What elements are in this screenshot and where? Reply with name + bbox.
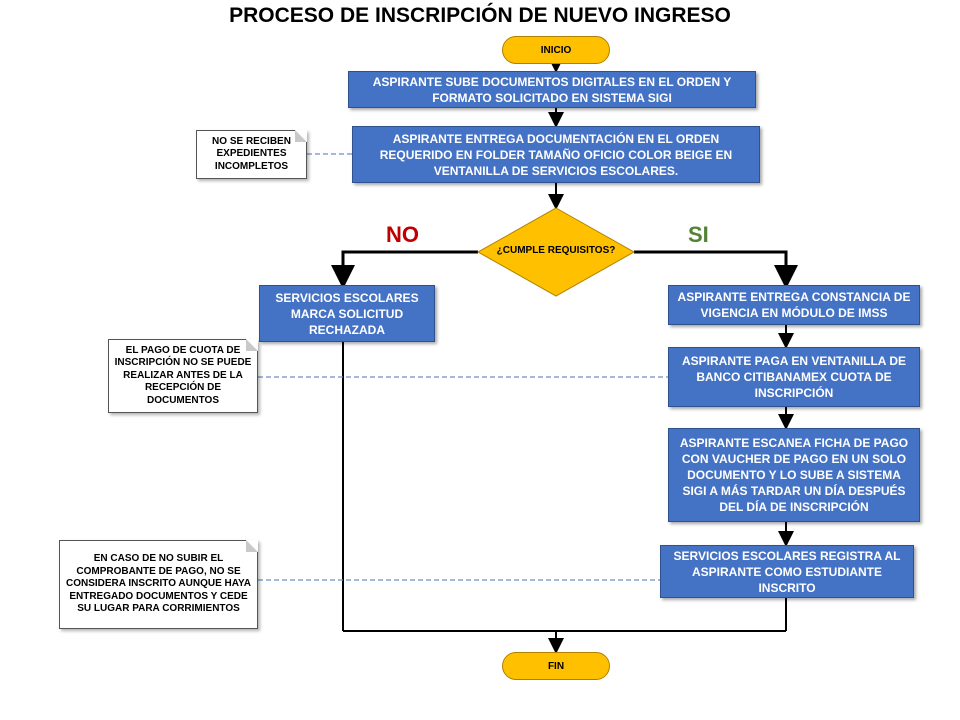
step-scan: ASPIRANTE ESCANEA FICHA DE PAGO CON VAUC… (668, 428, 920, 522)
connector-yes-branch (634, 250, 798, 289)
branch-yes-label: SI (688, 222, 709, 247)
step-rejected: SERVICIOS ESCOLARES MARCA SOLICITUD RECH… (259, 285, 435, 342)
start-terminal: INICIO (502, 36, 610, 64)
connector-no-branch (331, 250, 478, 289)
step-register: SERVICIOS ESCOLARES REGISTRA AL ASPIRANT… (660, 545, 914, 598)
branch-no-label: NO (386, 222, 419, 247)
step-deliver-docs: ASPIRANTE ENTREGA DOCUMENTACIÓN EN EL OR… (352, 126, 760, 183)
decision-diamond (476, 207, 636, 297)
decision-label: ¿CUMPLE REQUISITOS? (496, 245, 616, 256)
step-imss: ASPIRANTE ENTREGA CONSTANCIA DE VIGENCIA… (668, 285, 920, 325)
page-title: PROCESO DE INSCRIPCIÓN DE NUEVO INGRESO (229, 4, 731, 27)
note-payment: EL PAGO DE CUOTA DE INSCRIPCIÓN NO SE PU… (108, 339, 258, 413)
note-incomplete: NO SE RECIBEN EXPEDIENTES INCOMPLETOS (196, 130, 307, 179)
step-upload-docs: ASPIRANTE SUBE DOCUMENTOS DIGITALES EN E… (348, 71, 756, 108)
step-pay: ASPIRANTE PAGA EN VENTANILLA DE BANCO CI… (668, 347, 920, 407)
end-terminal: FIN (502, 652, 610, 680)
note-receipt: EN CASO DE NO SUBIR EL COMPROBANTE DE PA… (59, 540, 258, 629)
